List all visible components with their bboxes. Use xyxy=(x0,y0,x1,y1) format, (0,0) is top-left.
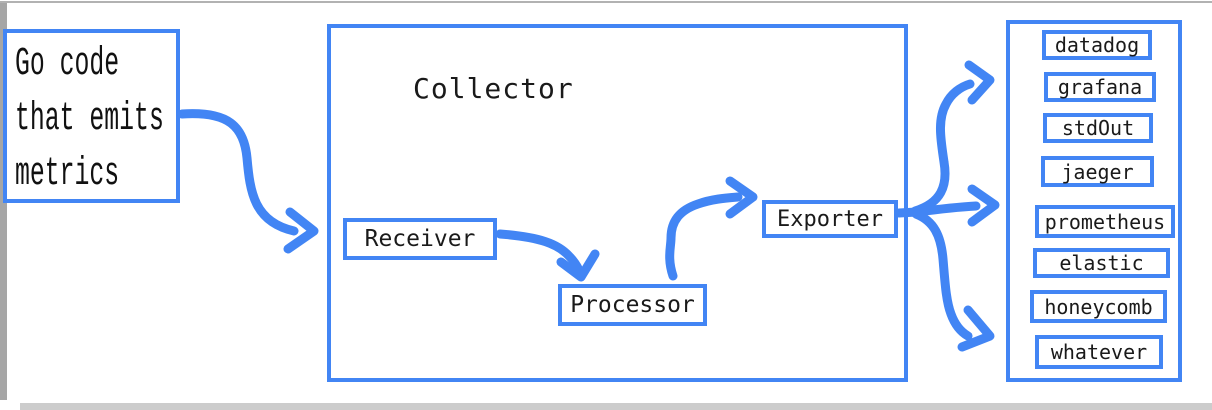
bottom-scrollbar-track[interactable] xyxy=(20,403,1212,410)
arrow-exporter-to-bottom-destinations xyxy=(911,209,995,352)
arrow-exporter-to-top-destinations xyxy=(910,60,995,216)
destination-box-grafana: grafana xyxy=(1044,72,1156,102)
destination-label: jaeger xyxy=(1061,159,1134,184)
exporter-label: Exporter xyxy=(777,206,883,232)
destination-label: grafana xyxy=(1057,75,1143,99)
destination-label: prometheus xyxy=(1044,209,1166,234)
destination-label: honeycomb xyxy=(1044,294,1153,319)
source-code-line-2: that emits xyxy=(15,97,164,142)
destination-box-honeycomb: honeycomb xyxy=(1030,290,1167,323)
destination-box-jaeger: jaeger xyxy=(1041,156,1154,187)
receiver-box: Receiver xyxy=(343,218,497,260)
arrow-exporter-to-middle-destinations xyxy=(912,184,1000,227)
destination-box-elastic: elastic xyxy=(1033,248,1170,278)
source-code-line-1: Go code xyxy=(15,42,120,87)
source-code-line-3: metrics xyxy=(15,152,120,197)
destination-label: whatever xyxy=(1050,340,1148,364)
destination-label: stdOut xyxy=(1061,116,1135,140)
destination-box-stdout: stdOut xyxy=(1043,113,1153,143)
destination-box-whatever: whatever xyxy=(1035,335,1163,369)
window-top-edge xyxy=(0,1,1212,3)
processor-label: Processor xyxy=(570,292,695,318)
source-code-text: Go code that emits metrics xyxy=(15,37,255,202)
processor-box: Processor xyxy=(558,284,707,326)
collector-title: Collector xyxy=(413,72,574,105)
source-code-box: Go code that emits metrics xyxy=(3,29,180,203)
destination-label: datadog xyxy=(1054,33,1140,57)
destination-box-datadog: datadog xyxy=(1042,30,1152,60)
receiver-label: Receiver xyxy=(364,226,476,252)
destination-box-prometheus: prometheus xyxy=(1035,205,1175,238)
destination-label: elastic xyxy=(1059,251,1144,275)
exporter-box: Exporter xyxy=(762,200,898,238)
